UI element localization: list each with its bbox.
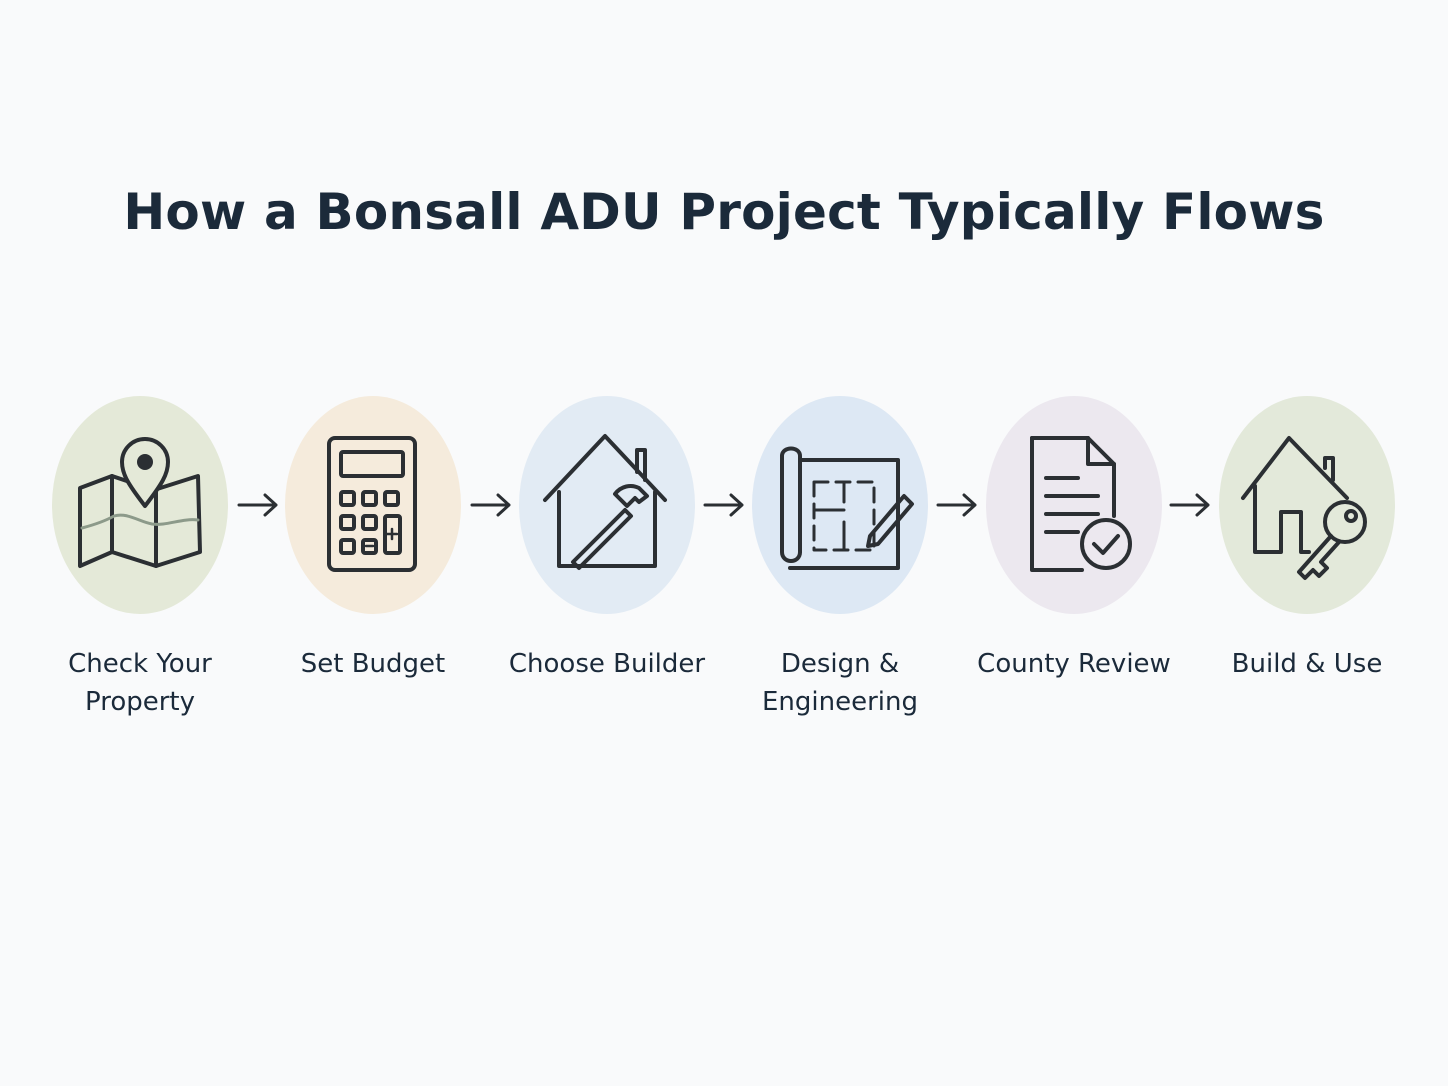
step-label-build-use: Build & Use	[1231, 649, 1383, 679]
calculator-icon	[327, 436, 417, 572]
step-label-set-budget: Set Budget	[300, 649, 446, 679]
step-check-property	[52, 396, 228, 614]
diagram-title: How a Bonsall ADU Project Typically Flow…	[123, 183, 1325, 241]
map-pin-icon	[78, 437, 202, 568]
blueprint-pencil-icon	[780, 446, 914, 570]
step-set-budget	[285, 396, 461, 614]
step-label-check-property: Check Your Property	[68, 649, 212, 717]
step-county-review	[986, 396, 1162, 614]
step-choose-builder	[519, 396, 695, 614]
step-label-design-engineering: Design & Engineering	[762, 649, 918, 717]
arrow-right-icon	[470, 493, 511, 517]
arrow-right-icon	[1169, 493, 1210, 517]
arrow-right-icon	[703, 493, 744, 517]
step-design-engineering	[752, 396, 928, 614]
step-build-use	[1219, 396, 1395, 614]
house-key-icon	[1241, 436, 1367, 580]
step-label-county-review: County Review	[977, 649, 1171, 679]
step-label-choose-builder: Choose Builder	[508, 649, 706, 679]
arrow-right-icon	[237, 493, 278, 517]
document-check-icon	[1030, 436, 1132, 572]
house-hammer-icon	[543, 434, 667, 570]
arrow-right-icon	[936, 493, 977, 517]
